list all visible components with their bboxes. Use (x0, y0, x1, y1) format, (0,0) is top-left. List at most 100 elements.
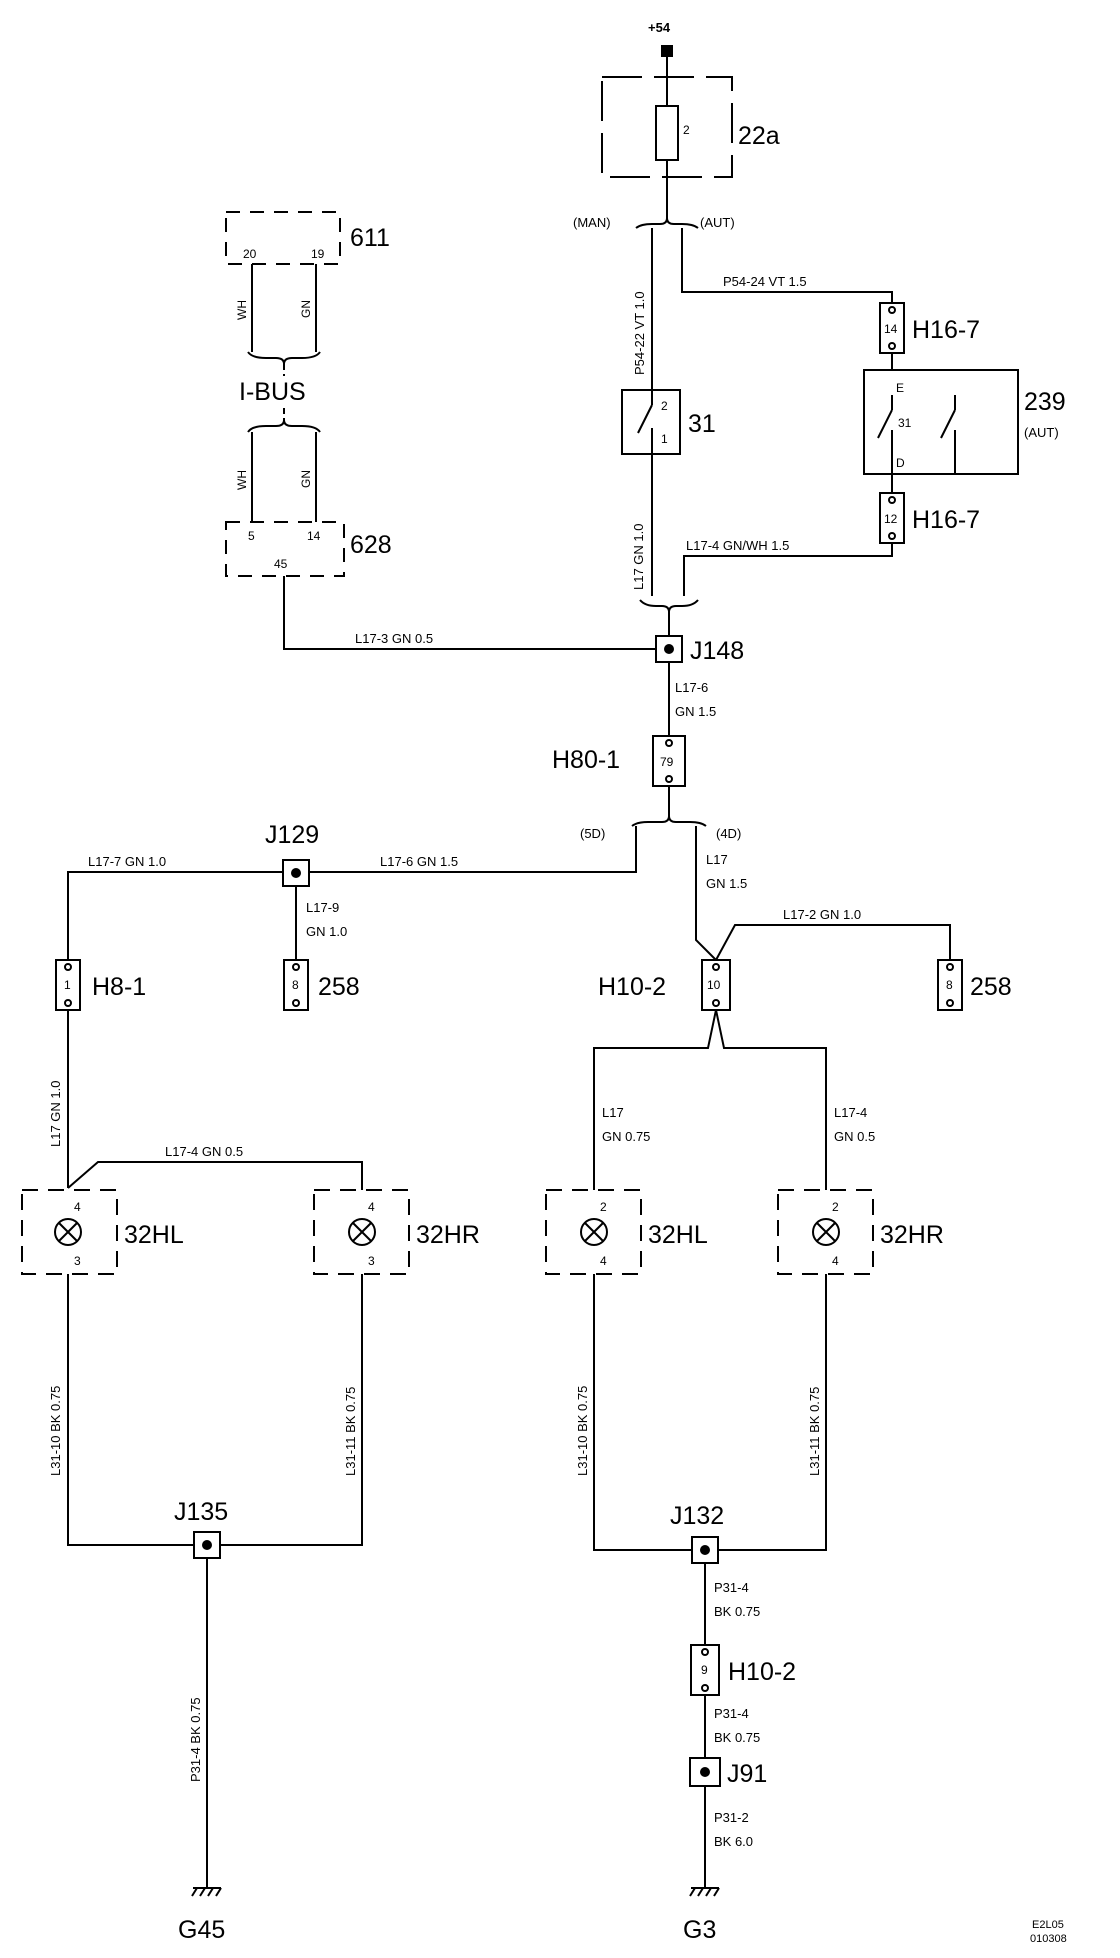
svg-text:D: D (896, 456, 905, 470)
wire-p54-22: P54-22 VT 1.0 (632, 291, 647, 375)
svg-text:14: 14 (884, 322, 898, 336)
label-h10-2-bottom: H10-2 (728, 1658, 796, 1686)
svg-text:P31-4: P31-4 (714, 1706, 749, 1721)
svg-text:L31-11 BK 0.75: L31-11 BK 0.75 (343, 1387, 358, 1476)
label-g45: G45 (178, 1916, 225, 1944)
svg-text:31: 31 (898, 416, 912, 430)
label-j129: J129 (265, 821, 319, 849)
label-j135: J135 (174, 1498, 228, 1526)
label-32hl-right: 32HL (648, 1221, 708, 1249)
lamp-32hl-left (21, 1189, 118, 1275)
label-h10-2-top: H10-2 (598, 973, 666, 1001)
svg-text:E: E (896, 381, 904, 395)
label-628: 628 (350, 531, 392, 559)
svg-text:GN 1.5: GN 1.5 (675, 704, 716, 719)
svg-text:L17-4 GN 0.5: L17-4 GN 0.5 (165, 1144, 243, 1159)
svg-text:2: 2 (661, 399, 668, 413)
wire-l17-3: L17-3 GN 0.5 (355, 631, 433, 646)
label-239: 239 (1024, 388, 1066, 416)
svg-text:WH: WH (235, 300, 249, 320)
svg-text:79: 79 (660, 755, 674, 769)
module-611 (225, 211, 341, 265)
svg-text:3: 3 (368, 1254, 375, 1268)
svg-text:GN: GN (299, 470, 313, 488)
svg-text:4: 4 (74, 1200, 81, 1214)
svg-text:L17-7 GN 1.0: L17-7 GN 1.0 (88, 854, 166, 869)
module-628 (225, 521, 345, 577)
svg-text:WH: WH (235, 470, 249, 490)
svg-text:1: 1 (64, 978, 71, 992)
fuse-pin: 2 (683, 123, 690, 137)
lamp-32hr-left (313, 1189, 410, 1275)
label-h16-7-bottom: H16-7 (912, 506, 980, 534)
svg-text:GN 0.75: GN 0.75 (602, 1129, 650, 1144)
wire-l17-main: L17 GN 1.0 (631, 524, 646, 591)
svg-text:45: 45 (274, 557, 288, 571)
svg-text:1: 1 (661, 432, 668, 446)
connector-258-left (283, 959, 309, 1011)
svg-text:L31-10 BK 0.75: L31-10 BK 0.75 (48, 1386, 63, 1476)
wire-p54-24: P54-24 VT 1.5 (723, 274, 807, 289)
label-j132: J132 (670, 1502, 724, 1530)
svg-text:2: 2 (832, 1200, 839, 1214)
svg-text:L31-10 BK 0.75: L31-10 BK 0.75 (575, 1386, 590, 1476)
label-h16-7-top: H16-7 (912, 316, 980, 344)
svg-text:BK 6.0: BK 6.0 (714, 1834, 753, 1849)
bulb-icon (812, 1218, 840, 1246)
svg-text:14: 14 (307, 529, 321, 543)
bulb-icon (348, 1218, 376, 1246)
svg-text:L17: L17 (602, 1105, 624, 1120)
svg-text:12: 12 (884, 512, 898, 526)
label-31: 31 (688, 410, 716, 438)
lamp-32hl-right (545, 1189, 642, 1275)
svg-text:GN 1.5: GN 1.5 (706, 876, 747, 891)
svg-text:GN 0.5: GN 0.5 (834, 1129, 875, 1144)
label-g3: G3 (683, 1916, 716, 1944)
variant-4d: (4D) (716, 826, 741, 841)
bulb-icon (54, 1218, 82, 1246)
svg-text:GN: GN (299, 300, 313, 318)
label-j148: J148 (690, 637, 744, 665)
svg-text:8: 8 (292, 978, 299, 992)
label-h80-1: H80-1 (552, 746, 620, 774)
variant-aut: (AUT) (700, 215, 735, 230)
svg-text:2: 2 (600, 1200, 607, 1214)
svg-text:4: 4 (832, 1254, 839, 1268)
label-258-right: 258 (970, 973, 1012, 1001)
fuse-label: 22a (738, 122, 780, 150)
doc-code-2: 010308 (1030, 1933, 1067, 1945)
label-ibus: I-BUS (239, 378, 306, 406)
label-j91: J91 (727, 1760, 767, 1788)
svg-text:L17-4: L17-4 (834, 1105, 867, 1120)
svg-text:8: 8 (946, 978, 953, 992)
label-32hl-left: 32HL (124, 1221, 184, 1249)
switch-239 (863, 369, 1019, 475)
svg-text:20: 20 (243, 247, 257, 261)
label-h8-1: H8-1 (92, 973, 146, 1001)
bulb-icon (580, 1218, 608, 1246)
svg-text:10: 10 (707, 978, 721, 992)
svg-text:P31-4 BK 0.75: P31-4 BK 0.75 (188, 1697, 203, 1782)
svg-text:L17: L17 (706, 852, 728, 867)
svg-text:L17-2 GN 1.0: L17-2 GN 1.0 (783, 907, 861, 922)
svg-text:L17-9: L17-9 (306, 900, 339, 915)
svg-text:3: 3 (74, 1254, 81, 1268)
svg-text:19: 19 (311, 247, 325, 261)
svg-text:L31-11 BK 0.75: L31-11 BK 0.75 (807, 1387, 822, 1476)
svg-text:L17 GN 1.0: L17 GN 1.0 (48, 1081, 63, 1148)
svg-text:4: 4 (368, 1200, 375, 1214)
label-258-left: 258 (318, 973, 360, 1001)
connector-258-right (937, 959, 963, 1011)
svg-text:BK 0.75: BK 0.75 (714, 1730, 760, 1745)
label-611: 611 (350, 224, 390, 252)
supply-terminal (661, 45, 673, 57)
label-32hr-right: 32HR (880, 1221, 944, 1249)
svg-text:L17-6 GN 1.5: L17-6 GN 1.5 (380, 854, 458, 869)
svg-text:9: 9 (701, 1663, 708, 1677)
svg-text:GN 1.0: GN 1.0 (306, 924, 347, 939)
svg-text:5: 5 (248, 529, 255, 543)
supply-label: +54 (648, 20, 671, 35)
label-32hr-left: 32HR (416, 1221, 480, 1249)
fuse-icon (655, 105, 679, 161)
